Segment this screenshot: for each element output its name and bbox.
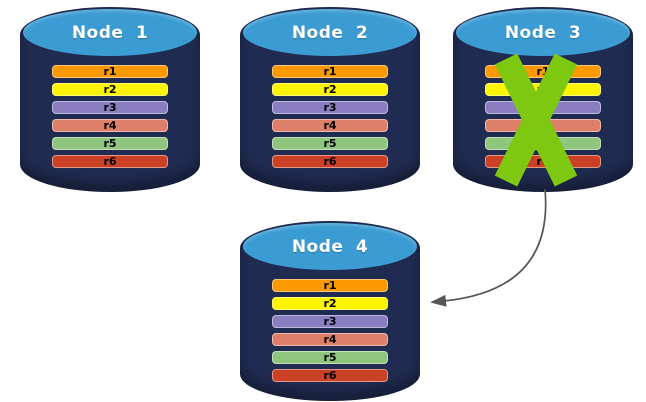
- row-r5: r5: [272, 351, 388, 364]
- row-r1: r1: [52, 65, 168, 78]
- row-r3: r3: [52, 101, 168, 114]
- row-r4: r4: [52, 119, 168, 132]
- row-r4: r4: [485, 119, 601, 132]
- row-r4: r4: [272, 119, 388, 132]
- node-3: Node 3 r1 r2 r3 r4 r5 r6: [453, 7, 633, 192]
- row-r5: r5: [485, 137, 601, 150]
- partition-rows: r1 r2 r3 r4 r5 r6: [485, 65, 601, 173]
- row-r3: r3: [272, 315, 388, 328]
- row-r6: r6: [272, 369, 388, 382]
- cylinder-top: Node 1: [23, 9, 197, 56]
- row-r2: r2: [272, 83, 388, 96]
- node-title: Node 1: [71, 23, 149, 43]
- node-1: Node 1 r1 r2 r3 r4 r5 r6: [20, 7, 200, 192]
- node-title: Node 3: [504, 23, 582, 43]
- row-r6: r6: [485, 155, 601, 168]
- replication-arrow: [430, 188, 547, 307]
- row-r1: r1: [485, 65, 601, 78]
- row-r1: r1: [272, 279, 388, 292]
- row-r2: r2: [52, 83, 168, 96]
- node-2: Node 2 r1 r2 r3 r4 r5 r6: [240, 7, 420, 192]
- row-r1: r1: [272, 65, 388, 78]
- partition-rows: r1 r2 r3 r4 r5 r6: [272, 279, 388, 387]
- row-r2: r2: [485, 83, 601, 96]
- partition-rows: r1 r2 r3 r4 r5 r6: [52, 65, 168, 173]
- row-r6: r6: [272, 155, 388, 168]
- partition-rows: r1 r2 r3 r4 r5 r6: [272, 65, 388, 173]
- row-r4: r4: [272, 333, 388, 346]
- cylinder-top: Node 2: [243, 9, 417, 56]
- row-r6: r6: [52, 155, 168, 168]
- row-r2: r2: [272, 297, 388, 310]
- row-r5: r5: [272, 137, 388, 150]
- node-4: Node 4 r1 r2 r3 r4 r5 r6: [240, 221, 420, 401]
- cylinder-top: Node 4: [243, 223, 417, 270]
- row-r5: r5: [52, 137, 168, 150]
- cylinder-top: Node 3: [456, 9, 630, 56]
- row-r3: r3: [485, 101, 601, 114]
- row-r3: r3: [272, 101, 388, 114]
- node-title: Node 4: [291, 237, 369, 257]
- node-title: Node 2: [291, 23, 369, 43]
